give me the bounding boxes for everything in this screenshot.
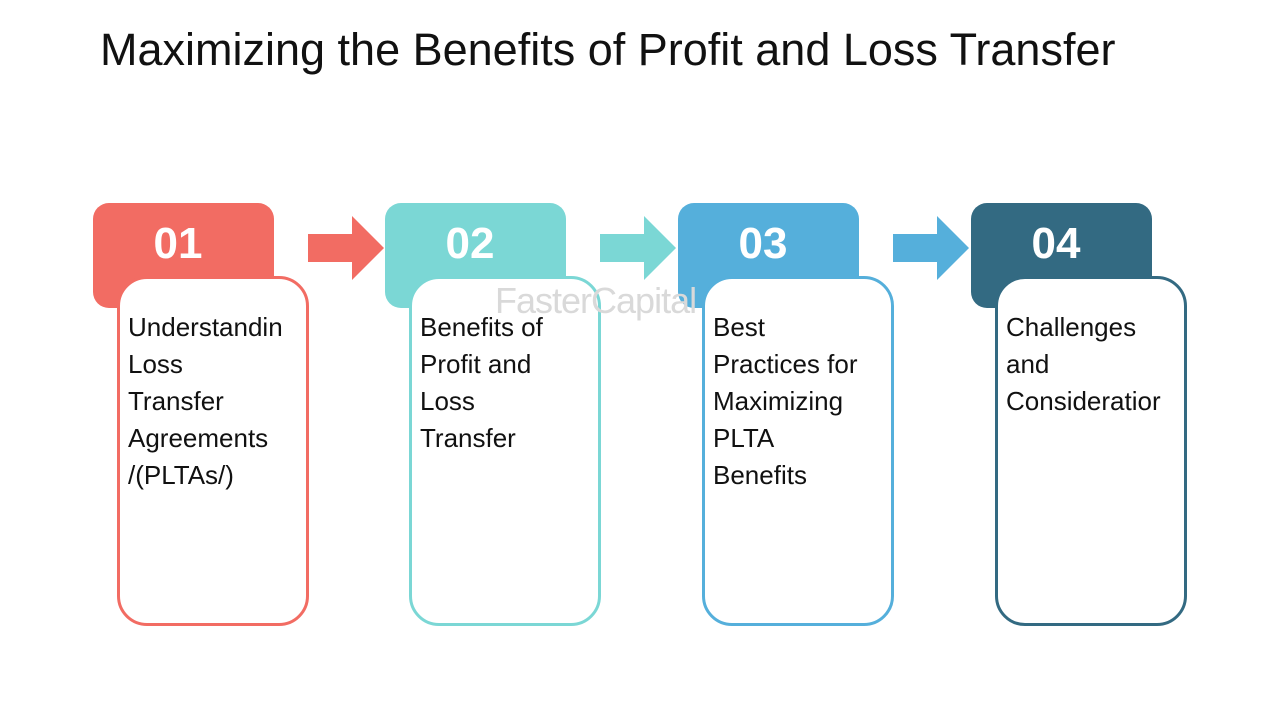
step-number: 02 <box>445 219 495 268</box>
step-text: Best Practices for Maximizing PLTA Benef… <box>713 312 858 490</box>
step-number: 01 <box>153 219 203 268</box>
page-title: Maximizing the Benefits of Profit and Lo… <box>100 24 1116 75</box>
step-card: Challenges and Consideratior <box>995 276 1187 626</box>
step-text: Challenges and Consideratior <box>1006 312 1161 416</box>
step-text: Understandin Loss Transfer Agreements /(… <box>128 312 283 490</box>
step-number: 03 <box>738 219 788 268</box>
step-card: Best Practices for Maximizing PLTA Benef… <box>702 276 894 626</box>
arrow-right-icon <box>308 216 384 280</box>
step-card: Understandin Loss Transfer Agreements /(… <box>117 276 309 626</box>
step-text: Benefits of Profit and Loss Transfer <box>420 312 543 453</box>
step-number: 04 <box>1031 219 1081 268</box>
arrow-right-icon <box>600 216 676 280</box>
arrow-right-icon <box>893 216 969 280</box>
step-card: Benefits of Profit and Loss Transfer <box>409 276 601 626</box>
